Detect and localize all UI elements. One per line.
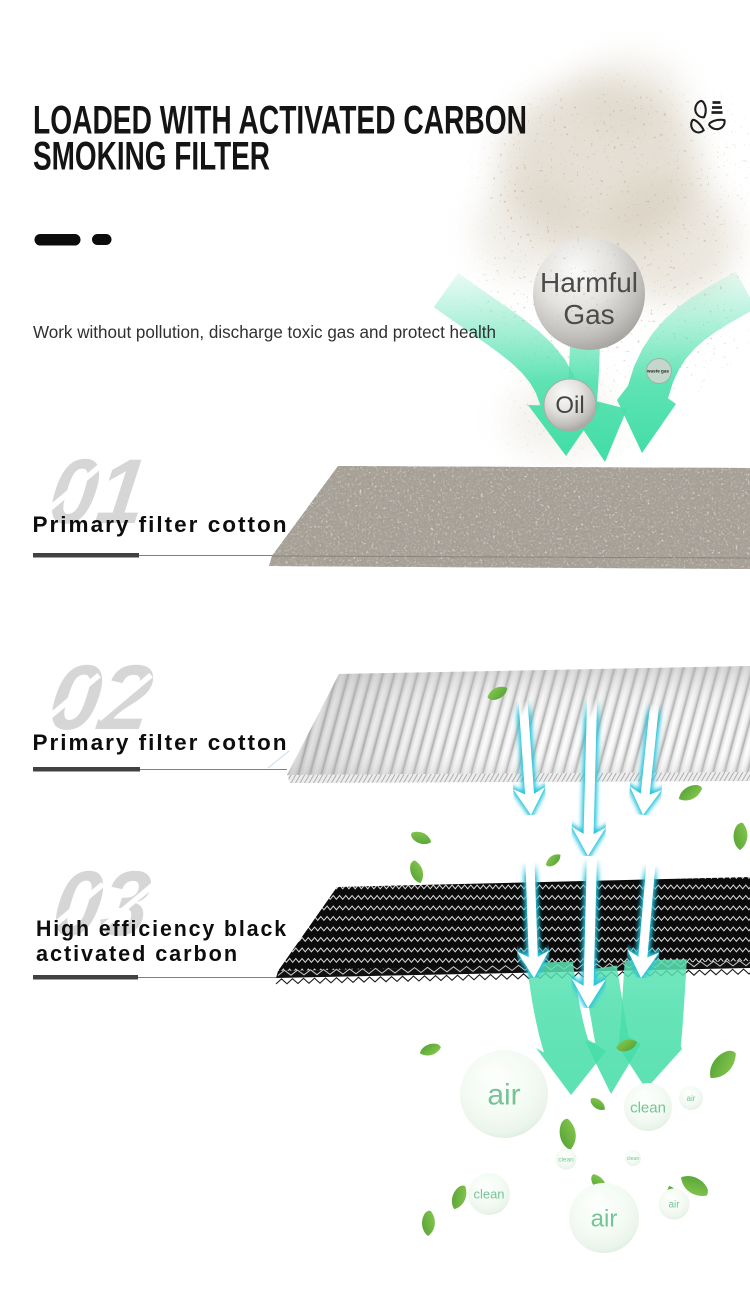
svg-text:Primary filter cotton: Primary filter cotton <box>33 730 289 755</box>
svg-text:Harmful: Harmful <box>540 267 638 298</box>
svg-text:03: 03 <box>47 851 157 954</box>
svg-text:Work without pollution, discha: Work without pollution, discharge toxic … <box>33 322 496 342</box>
svg-text:02: 02 <box>43 645 159 748</box>
svg-text:waste gas: waste gas <box>646 369 669 374</box>
svg-text:clean: clean <box>630 1099 666 1116</box>
svg-text:SMOKING FILTER: SMOKING FILTER <box>33 135 270 179</box>
svg-text:air: air <box>668 1200 680 1211</box>
svg-text:High efficiency black: High efficiency black <box>36 916 288 941</box>
svg-text:Primary filter cotton: Primary filter cotton <box>33 512 289 537</box>
svg-text:Gas: Gas <box>563 299 614 330</box>
svg-text:Oil: Oil <box>555 392 584 419</box>
svg-text:clean: clean <box>558 1156 574 1163</box>
svg-text:air: air <box>591 1205 618 1232</box>
svg-text:clean: clean <box>473 1187 504 1202</box>
svg-text:clean: clean <box>627 1156 640 1162</box>
svg-text:air: air <box>687 1094 696 1103</box>
svg-text:activated carbon: activated carbon <box>36 941 239 966</box>
svg-text:LOADED WITH ACTIVATED CARBON: LOADED WITH ACTIVATED CARBON <box>33 99 527 143</box>
svg-text:01: 01 <box>43 439 153 542</box>
svg-text:air: air <box>487 1079 520 1112</box>
